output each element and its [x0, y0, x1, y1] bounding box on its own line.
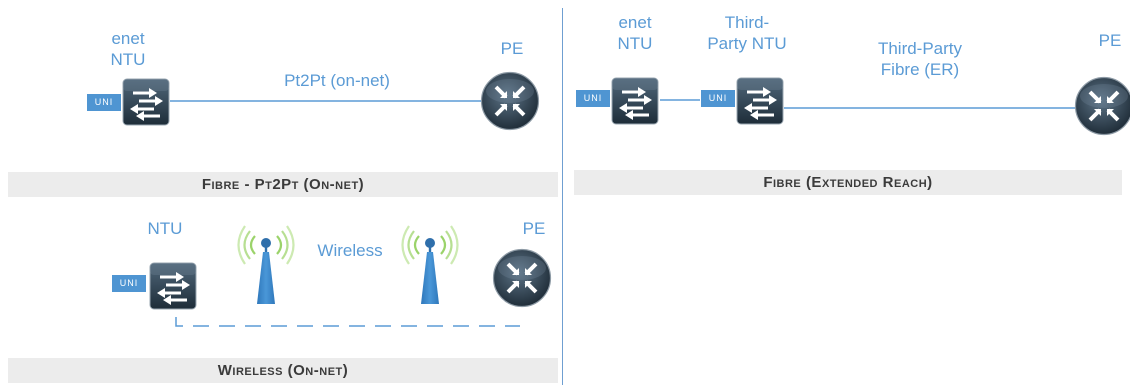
wireless-link-label: Wireless	[317, 241, 383, 260]
er-pe-router-icon	[1074, 76, 1130, 136]
er-ntu-label-line2: NTU	[617, 34, 653, 53]
wireless-tower-right-icon	[401, 224, 459, 306]
er-pe-label: PE	[1098, 31, 1122, 50]
wireless-pe-label: PE	[522, 219, 546, 238]
er-fibre-label: Third-Party Fibre (ER)	[845, 38, 995, 80]
pt2pt-ntu-label-line2: NTU	[110, 50, 146, 69]
wireless-uni-tag: UNI	[112, 275, 146, 292]
er-third-party-ntu-label-line1: Third-	[724, 13, 770, 32]
er-ntu-label: enet NTU	[605, 12, 665, 54]
wireless-pe-router-icon	[492, 248, 552, 308]
wireless-tower-left-icon	[237, 224, 295, 306]
pt2pt-ntu-switch-icon	[122, 78, 170, 126]
wireless-caption: Wireless (On-net)	[8, 358, 558, 383]
wireless-backhaul-dashed-line	[175, 317, 520, 327]
wireless-ntu-label: NTU	[147, 219, 183, 238]
wireless-ntu-switch-icon	[149, 262, 197, 310]
er-uni-tag-2: UNI	[701, 90, 735, 107]
er-third-party-ntu-label-line2: Party NTU	[707, 34, 787, 53]
er-third-party-ntu-label: Third- Party NTU	[692, 12, 802, 54]
section-divider	[562, 8, 563, 385]
er-ntu-switch-icon	[611, 77, 659, 125]
er-third-party-ntu-switch-icon	[736, 77, 784, 125]
pt2pt-ntu-label: enet NTU	[98, 28, 158, 70]
pt2pt-pe-label: PE	[500, 39, 524, 58]
er-fibre-label-line2: Fibre (ER)	[880, 60, 960, 79]
er-ntu-label-line1: enet	[618, 13, 652, 32]
er-uni-tag-1: UNI	[576, 90, 610, 107]
pt2pt-link-label: Pt2Pt (on-net)	[284, 71, 390, 90]
pt2pt-caption: Fibre - Pt2Pt (On-net)	[8, 172, 558, 197]
pt2pt-ntu-label-line1: enet	[111, 29, 145, 48]
er-fibre-label-line1: Third-Party	[877, 39, 963, 58]
pt2pt-pe-router-icon	[480, 71, 540, 131]
er-caption: Fibre (Extended Reach)	[574, 170, 1122, 195]
pt2pt-uni-tag: UNI	[87, 94, 121, 111]
